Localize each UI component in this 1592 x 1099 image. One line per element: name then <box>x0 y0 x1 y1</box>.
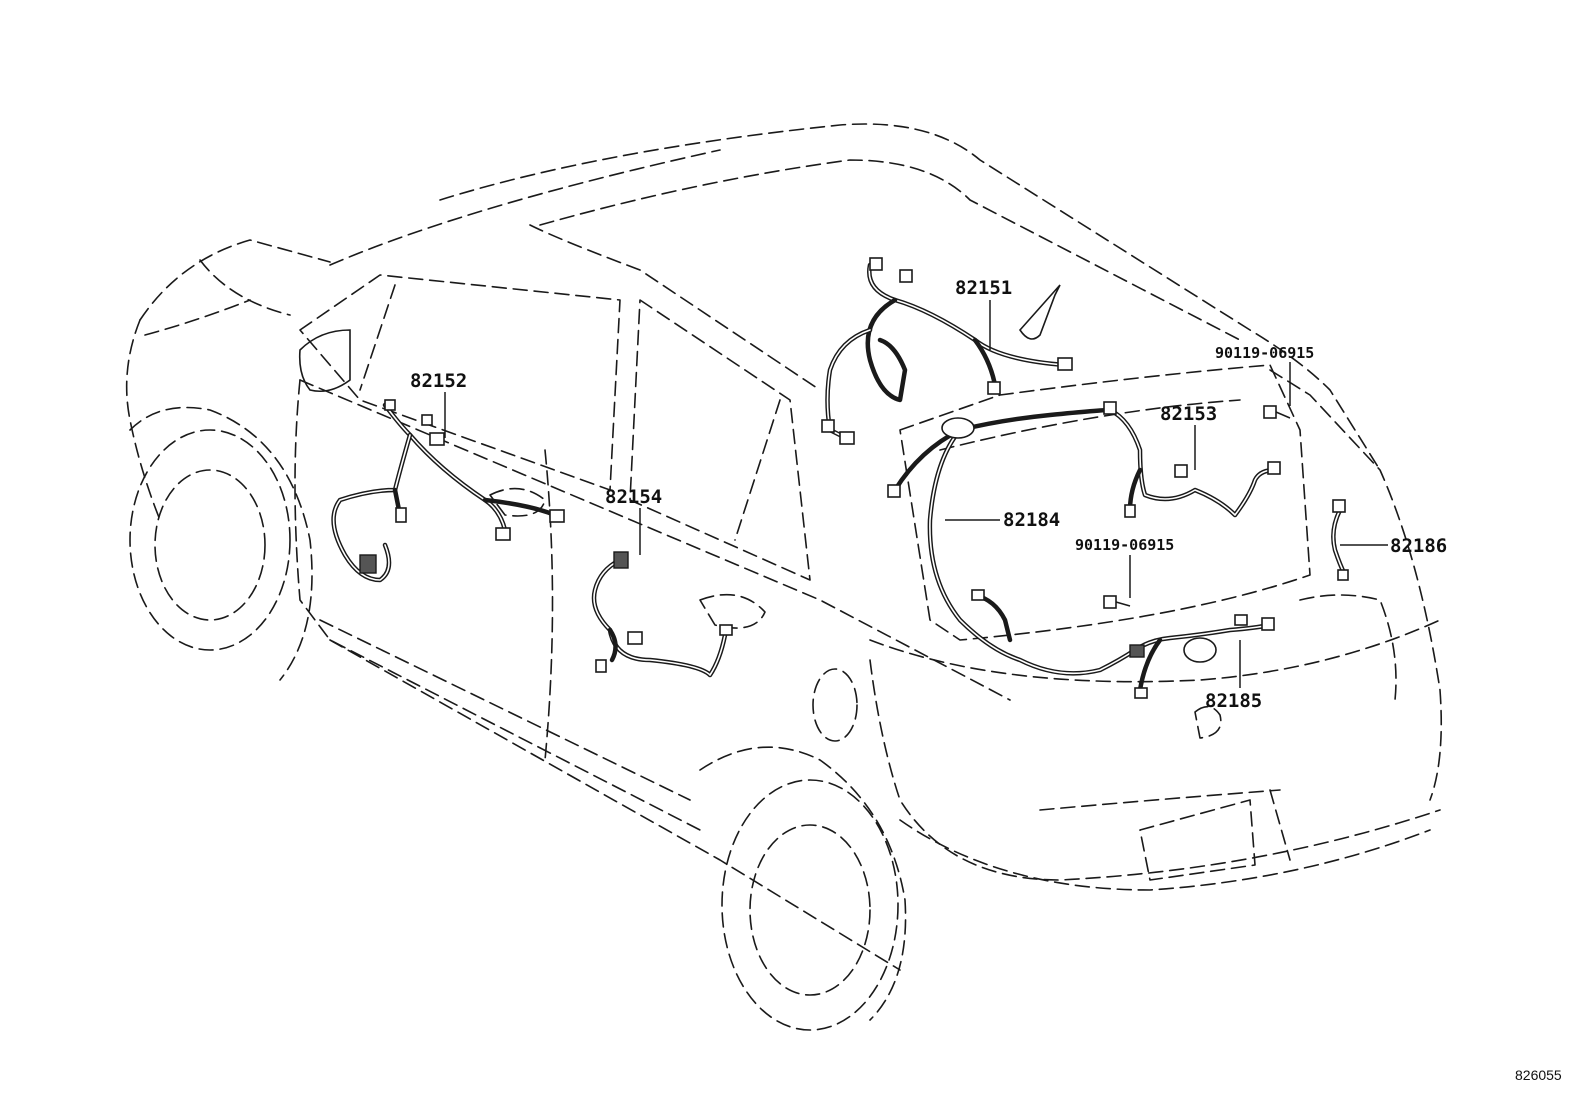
label-82184: 82184 <box>1003 509 1060 531</box>
car-body-outline <box>125 123 1443 1031</box>
harness-82185 <box>1129 614 1275 699</box>
harness-82152 <box>331 399 565 583</box>
harness-82186 <box>1331 499 1349 581</box>
bolt-lower-icon <box>1103 595 1131 609</box>
label-82153: 82153 <box>1160 403 1217 425</box>
label-82154: 82154 <box>605 486 662 508</box>
label-82186: 82186 <box>1390 535 1447 557</box>
leader-lines <box>444 300 1388 688</box>
label-82185: 82185 <box>1205 690 1262 712</box>
harness-82153 <box>1103 401 1281 518</box>
label-bolt-upper: 90119-06915 <box>1215 344 1314 362</box>
label-82151: 82151 <box>955 277 1012 299</box>
part-labels: 82151 82152 82153 82154 82184 82185 8218… <box>410 277 1562 1083</box>
label-82152: 82152 <box>410 370 467 392</box>
harness-82151 <box>821 257 1073 445</box>
harness-82184 <box>887 407 1138 676</box>
label-bolt-lower: 90119-06915 <box>1075 536 1174 554</box>
figure-id: 826055 <box>1515 1067 1562 1083</box>
bolt-upper-icon <box>1263 405 1291 419</box>
harness-82154 <box>591 551 733 678</box>
